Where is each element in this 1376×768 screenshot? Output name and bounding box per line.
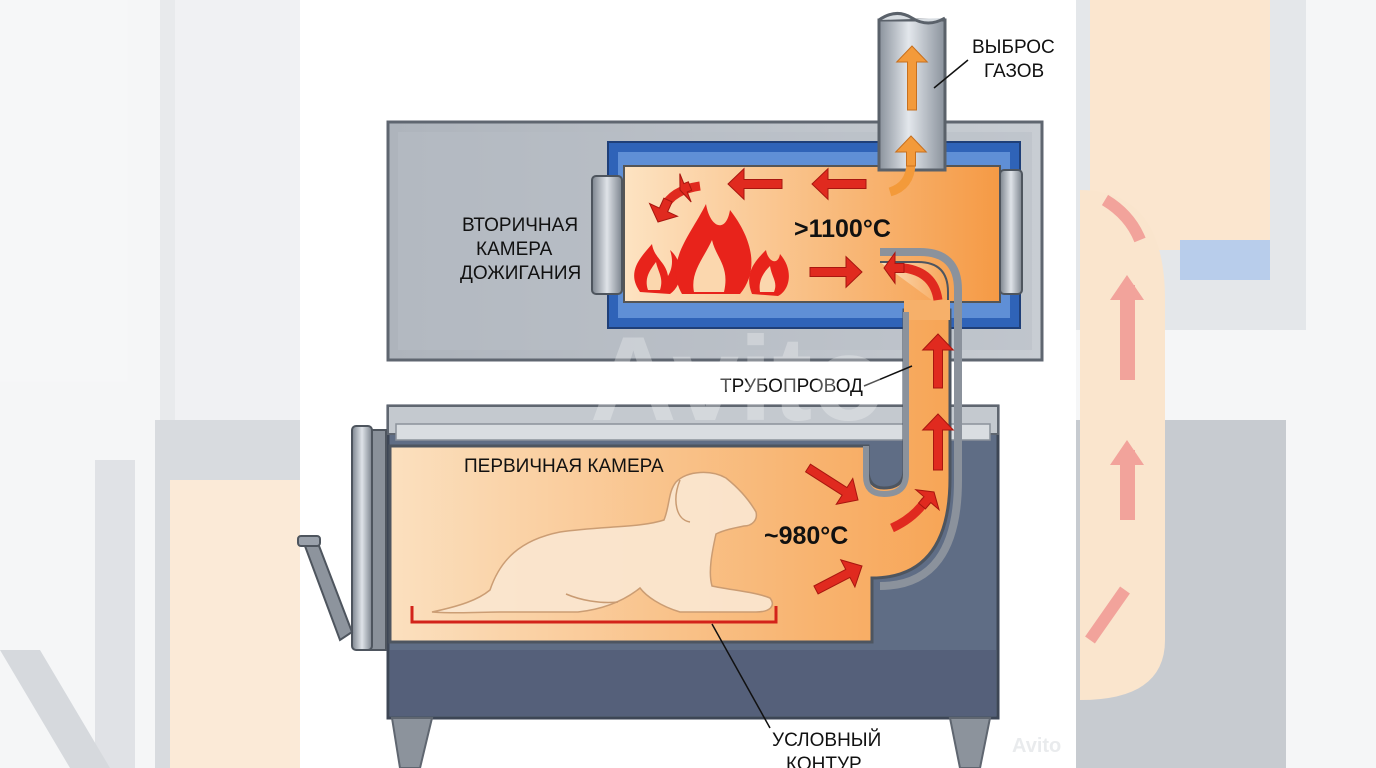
flow-arrow-up-1 (921, 333, 955, 389)
flow-arrow-inflow (809, 255, 863, 289)
leader-pipeline (863, 365, 913, 387)
label-secondary-2: КАМЕРА (476, 239, 553, 260)
flow-arrow-primary-curve-head (914, 489, 940, 512)
flames (634, 204, 789, 296)
label-secondary-3: ДОЖИГАНИЯ (460, 263, 581, 284)
background-blur-left (0, 0, 300, 768)
flow-arrow-up-2 (921, 413, 955, 471)
exhaust-arrow-top (895, 45, 929, 111)
label-pipeline: ТРУБОПРОВОД (720, 376, 863, 397)
flow-arrow-top-2 (727, 167, 783, 201)
temp-secondary: >1100°C (794, 215, 891, 243)
flow-arrows (648, 45, 955, 595)
flow-arrow-primary-2 (813, 559, 863, 595)
label-exhaust-1: ВЫБРОС (972, 37, 1055, 58)
label-contour-2: КОНТУР (786, 754, 862, 768)
leader-exhaust (933, 59, 969, 89)
flow-arrow-pipe-curve-head (883, 251, 905, 285)
contour-bracket (410, 606, 778, 624)
temp-primary: ~980°C (764, 522, 848, 550)
flow-arrow-curve-left-head (648, 197, 679, 223)
background-blur-right (1076, 0, 1376, 768)
leader-contour (711, 623, 771, 729)
dog-silhouette (431, 471, 774, 614)
primary-chamber-door (297, 425, 387, 651)
exhaust-arrow-curve (888, 163, 916, 197)
flow-arrow-top-1 (811, 167, 867, 201)
label-primary: ПЕРВИЧНАЯ КАМЕРА (464, 456, 664, 477)
flow-arrow-curve-left-tail (679, 173, 693, 203)
watermark-small: Avito (1012, 735, 1061, 757)
label-contour-1: УСЛОВНЫЙ (772, 729, 881, 751)
watermark: Avito (590, 312, 886, 446)
label-exhaust-2: ГАЗОВ (984, 61, 1044, 82)
label-secondary-1: ВТОРИЧНАЯ (462, 215, 578, 236)
flow-arrow-primary-1 (804, 463, 859, 505)
labels: ВЫБРОС ГАЗОВ ВТОРИЧНАЯ КАМЕРА ДОЖИГАНИЯ … (460, 37, 1055, 768)
flow-arrow-pipe-curve (903, 263, 943, 301)
exhaust-arrow-curve-head (894, 135, 928, 167)
